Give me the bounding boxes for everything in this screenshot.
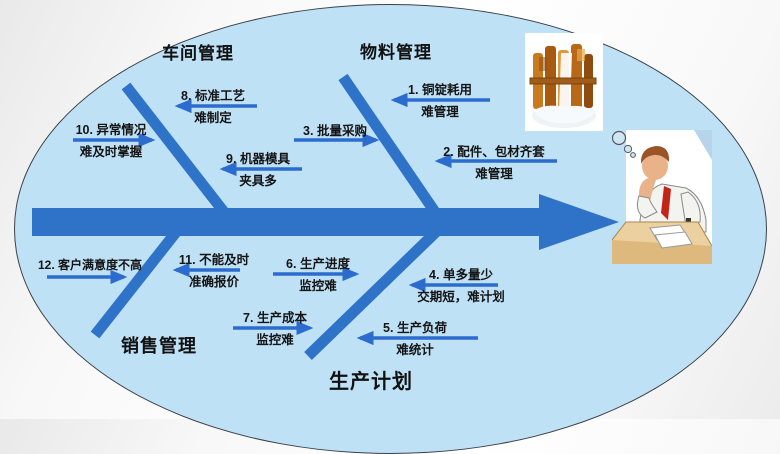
factor-line2: 交期短，难计划: [417, 290, 505, 304]
bone-material: [338, 73, 440, 216]
factor-line1: 8. 标准工艺: [181, 89, 245, 103]
factor-item-3: 3. 批量采购: [292, 123, 378, 139]
factor-item-7: 7. 生产成本监控难: [228, 310, 322, 348]
factor-item-9: 9. 机器模具夹具多: [211, 151, 305, 189]
factor-line1: 12. 客户满意度不高: [37, 258, 143, 272]
factor-line1: 2. 配件、包材齐套: [443, 145, 545, 159]
spine-arrow-body: [32, 208, 539, 236]
thinking-man-image: [612, 128, 712, 264]
category-label-sales-management: 销售管理: [121, 336, 197, 356]
category-label-workshop-management: 车间管理: [162, 44, 234, 63]
thought-bubble-icon: [612, 130, 627, 146]
factor-item-6: 6. 生产进度监控难: [270, 256, 366, 294]
factor-line1: 1. 铜锭耗用: [408, 83, 472, 97]
factor-line2: 难统计: [396, 343, 434, 357]
factor-line2: 难及时掌握: [79, 145, 143, 159]
factor-item-1: 1. 铜锭耗用难管理: [388, 82, 492, 120]
factor-item-12: 12. 客户满意度不高: [34, 257, 146, 273]
slide-canvas: 车间管理 物料管理 销售管理 生产计划 1. 铜锭耗用难管理 2. 配件、包材齐…: [14, 4, 767, 454]
factor-line1: 5. 生产负荷: [383, 321, 447, 335]
copper-ingots-image: [525, 33, 603, 131]
factor-line2: 难制定: [194, 111, 232, 125]
factor-line2: 夹具多: [239, 174, 277, 188]
factor-line1: 4. 单多量少: [429, 268, 493, 282]
spine-arrow-head: [539, 194, 619, 250]
factor-line1: 9. 机器模具: [226, 152, 290, 166]
fishbone-skeleton-svg: [32, 73, 619, 360]
factor-line1: 10. 异常情况: [75, 123, 147, 137]
factor-item-10: 10. 异常情况难及时掌握: [64, 122, 158, 160]
factor-line2: 难管理: [421, 105, 459, 119]
factor-item-4: 4. 单多量少交期短，难计划: [402, 267, 520, 305]
factor-item-2: 2. 配件、包材齐套难管理: [428, 144, 560, 182]
thought-bubble-icon: [623, 144, 633, 154]
factor-item-8: 8. 标准工艺难制定: [166, 88, 260, 126]
factor-item-11: 11. 不能及时准确报价: [166, 252, 262, 290]
factor-line1: 3. 批量采购: [303, 124, 367, 138]
category-label-material-management: 物料管理: [360, 43, 432, 62]
category-label-production-planning: 生产计划: [329, 371, 413, 393]
factor-line1: 11. 不能及时: [178, 253, 250, 267]
factor-line2: 准确报价: [188, 275, 239, 289]
bone-production: [304, 227, 441, 360]
thought-bubble-icon: [630, 152, 636, 158]
factor-line1: 6. 生产进度: [286, 257, 350, 271]
bone-workshop: [121, 82, 229, 216]
factor-line2: 监控难: [256, 333, 294, 347]
factor-item-5: 5. 生产负荷难统计: [350, 320, 480, 358]
factor-line2: 难管理: [475, 167, 513, 181]
factor-line1: 7. 生产成本: [243, 311, 307, 325]
factor-line2: 监控难: [299, 279, 337, 293]
bone-sales: [90, 227, 182, 339]
